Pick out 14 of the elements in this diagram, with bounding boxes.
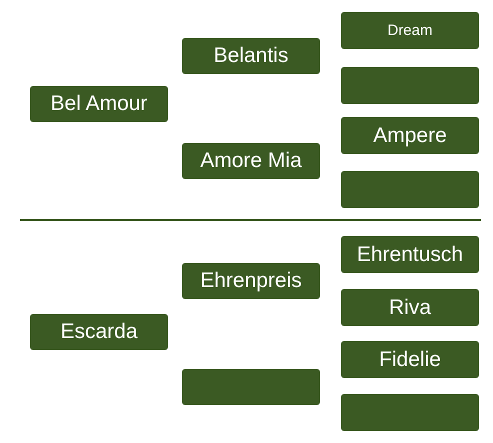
name-box: Belantis <box>182 38 320 74</box>
name-box: Dream <box>341 12 479 49</box>
name-box: Amore Mia <box>182 143 320 179</box>
name-box: Riva <box>341 289 479 326</box>
name-box: Ampere <box>341 117 479 154</box>
name-box: Ehrenpreis <box>182 263 320 299</box>
name-box: Bel Amour <box>30 86 168 122</box>
name-box: Ehrentusch <box>341 236 479 273</box>
empty-box <box>341 394 479 431</box>
empty-box <box>182 369 320 405</box>
empty-box <box>341 171 479 208</box>
name-box: Escarda <box>30 314 168 350</box>
empty-box <box>341 67 479 104</box>
name-box: Fidelie <box>341 341 479 378</box>
